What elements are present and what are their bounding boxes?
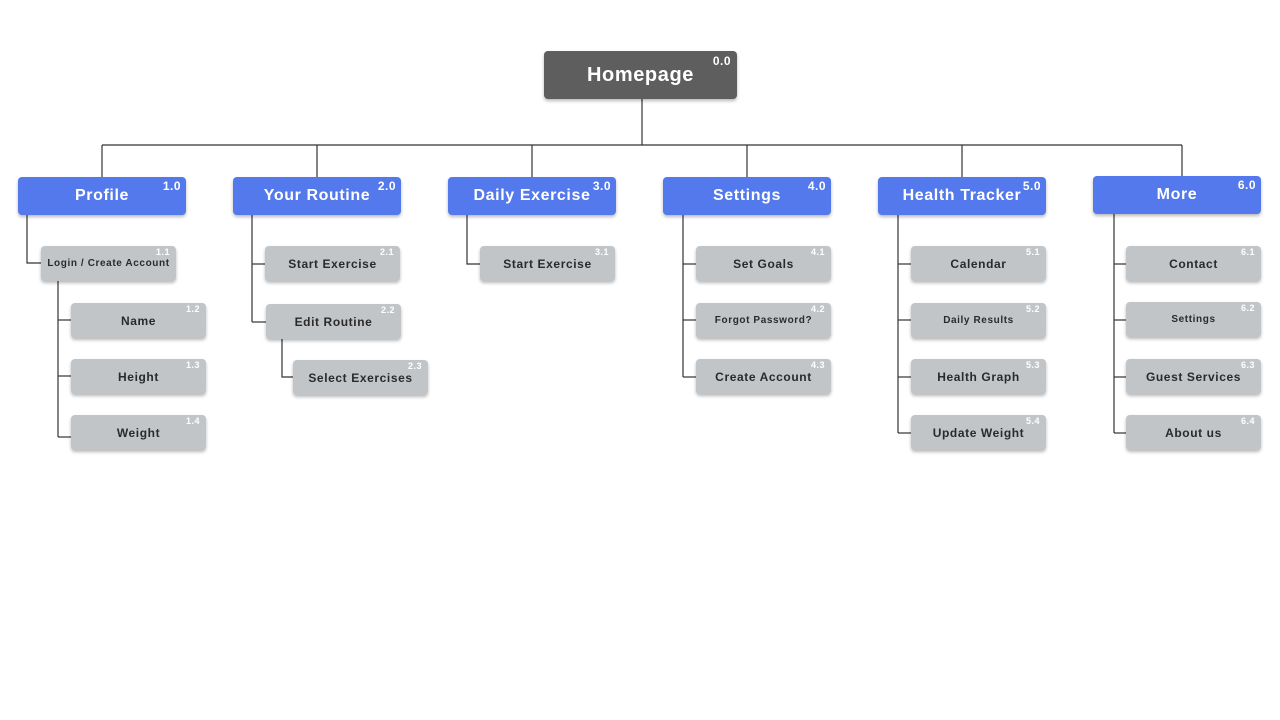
node-your-routine: Your Routine 2.0 <box>233 177 401 215</box>
node-label: Homepage <box>586 63 695 86</box>
node-number: 1.4 <box>185 416 200 426</box>
node-number: 4.3 <box>810 360 825 370</box>
node-start-exercise-routine: Start Exercise 2.1 <box>265 246 400 281</box>
node-label: Name <box>120 313 157 328</box>
node-label: Start Exercise <box>503 256 592 271</box>
node-update-weight: Update Weight 5.4 <box>911 415 1046 450</box>
node-number: 2.0 <box>377 179 396 193</box>
node-number: 2.1 <box>379 247 394 257</box>
node-create-account: Create Account 4.3 <box>696 359 831 394</box>
node-number: 5.1 <box>1025 247 1040 257</box>
node-number: 6.0 <box>1237 178 1256 192</box>
node-label: Calendar <box>950 256 1007 271</box>
node-homepage: Homepage 0.0 <box>544 51 737 99</box>
node-more: More 6.0 <box>1093 176 1261 214</box>
node-number: 3.1 <box>594 247 609 257</box>
node-name: Name 1.2 <box>71 303 206 338</box>
connector-line <box>466 215 480 265</box>
node-label: Health Tracker <box>902 187 1022 204</box>
node-label: Start Exercise <box>288 256 377 271</box>
node-label: Health Graph <box>937 369 1020 384</box>
node-login-create-account: Login / Create Account 1.1 <box>41 246 176 281</box>
node-number: 5.3 <box>1025 360 1040 370</box>
node-weight: Weight 1.4 <box>71 415 206 450</box>
node-number: 6.4 <box>1240 416 1255 426</box>
node-label: Your Routine <box>263 187 371 204</box>
node-profile: Profile 1.0 <box>18 177 186 215</box>
node-number: 6.1 <box>1240 247 1255 257</box>
node-label: Select Exercises <box>308 370 413 385</box>
node-number: 1.0 <box>162 179 181 193</box>
node-number: 2.2 <box>380 305 395 315</box>
node-health-graph: Health Graph 5.3 <box>911 359 1046 394</box>
node-number: 6.3 <box>1240 360 1255 370</box>
node-label: About us <box>1165 425 1222 440</box>
node-daily-results: Daily Results 5.2 <box>911 303 1046 338</box>
node-number: 2.3 <box>407 361 422 371</box>
node-number: 5.4 <box>1025 416 1040 426</box>
node-calendar: Calendar 5.1 <box>911 246 1046 281</box>
node-edit-routine: Edit Routine 2.2 <box>266 304 401 339</box>
node-label: Set Goals <box>733 256 794 271</box>
node-height: Height 1.3 <box>71 359 206 394</box>
connector-line <box>281 339 293 378</box>
node-label: Profile <box>75 187 129 204</box>
node-label: Height <box>118 369 159 384</box>
node-number: 4.0 <box>807 179 826 193</box>
node-set-goals: Set Goals 4.1 <box>696 246 831 281</box>
node-number: 4.1 <box>810 247 825 257</box>
node-label: Settings <box>713 187 781 204</box>
node-start-exercise-daily: Start Exercise 3.1 <box>480 246 615 281</box>
node-label: Create Account <box>715 369 812 384</box>
node-label: Login / Create Account <box>47 258 170 269</box>
node-number: 1.2 <box>185 304 200 314</box>
node-label: Settings <box>1171 314 1216 325</box>
node-select-exercises: Select Exercises 2.3 <box>293 360 428 395</box>
node-label: Update Weight <box>932 425 1025 440</box>
node-settings: Settings 4.0 <box>663 177 831 215</box>
node-number: 1.1 <box>155 247 170 257</box>
connector-line <box>26 215 41 264</box>
node-forgot-password: Forgot Password? 4.2 <box>696 303 831 338</box>
node-number: 1.3 <box>185 360 200 370</box>
node-number: 0.0 <box>712 54 731 68</box>
node-label: Daily Results <box>943 315 1014 326</box>
node-about-us: About us 6.4 <box>1126 415 1261 450</box>
node-label: Guest Services <box>1145 369 1242 384</box>
node-guest-services: Guest Services 6.3 <box>1126 359 1261 394</box>
node-number: 5.0 <box>1022 179 1041 193</box>
node-label: Weight <box>116 425 161 440</box>
node-number: 4.2 <box>810 304 825 314</box>
node-contact: Contact 6.1 <box>1126 246 1261 281</box>
node-more-settings: Settings 6.2 <box>1126 302 1261 337</box>
node-number: 5.2 <box>1025 304 1040 314</box>
node-number: 6.2 <box>1240 303 1255 313</box>
node-health-tracker: Health Tracker 5.0 <box>878 177 1046 215</box>
node-label: Contact <box>1169 256 1218 271</box>
node-label: Daily Exercise <box>473 187 591 204</box>
node-daily-exercise: Daily Exercise 3.0 <box>448 177 616 215</box>
node-label: Edit Routine <box>294 314 373 329</box>
node-label: More <box>1156 186 1198 203</box>
node-number: 3.0 <box>592 179 611 193</box>
node-label: Forgot Password? <box>714 315 813 326</box>
